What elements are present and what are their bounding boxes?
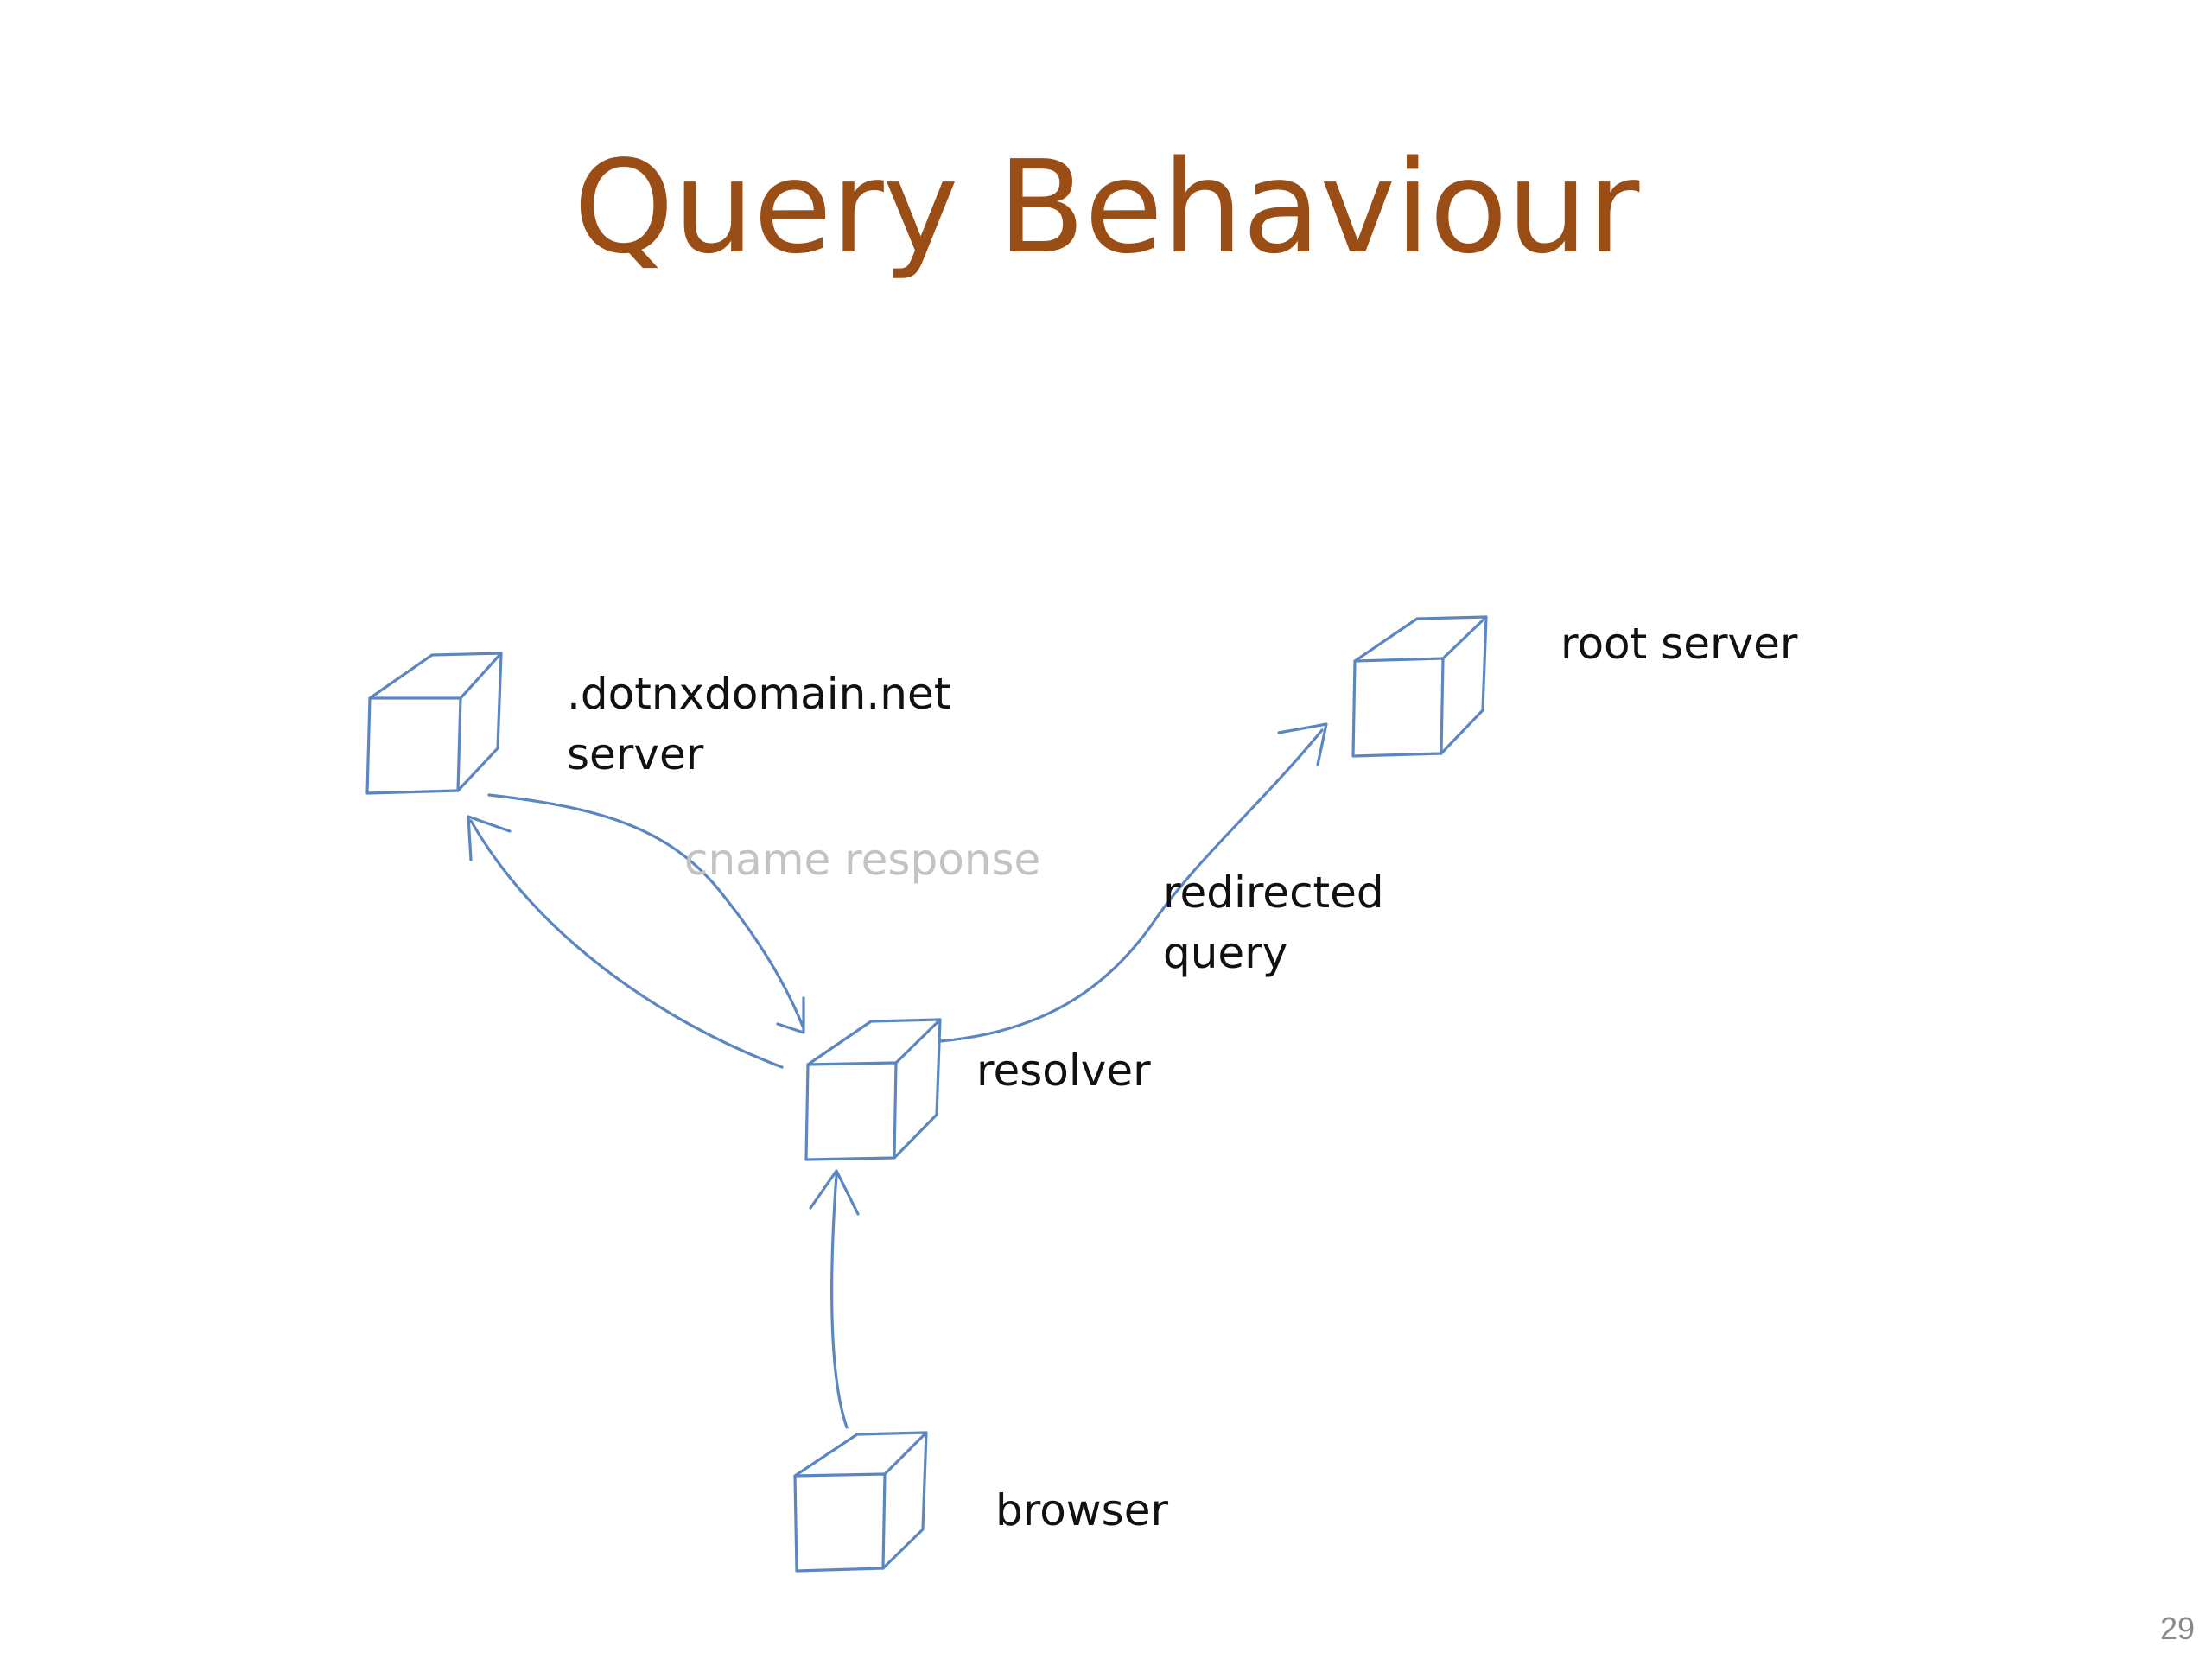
arrow-browser-to-resolver xyxy=(809,1169,860,1429)
dotnx-server-box-icon xyxy=(365,652,503,795)
page-number: 29 xyxy=(2159,1611,2195,1646)
browser-box-icon xyxy=(793,1431,928,1573)
slide-title: Query Behaviour xyxy=(573,133,1640,282)
browser-label: browser xyxy=(995,1485,1168,1535)
dotnx-server-label-line1: .dotnxdomain.net xyxy=(567,669,950,719)
root-server-box-icon xyxy=(1351,615,1488,758)
resolver-label: resolver xyxy=(976,1046,1151,1096)
arrow-dotnx-server-to-resolver xyxy=(487,793,805,1034)
resolver-box-icon xyxy=(804,1018,942,1161)
redirected-query-label-line1: redirected xyxy=(1163,868,1384,918)
cname-response-label: cname response xyxy=(684,835,1040,885)
arrow-resolver-to-dotnx-server xyxy=(467,815,784,1069)
root-server-label: root server xyxy=(1560,619,1798,669)
redirected-query-label-line2: query xyxy=(1163,928,1287,978)
arrow-resolver-to-root-server xyxy=(938,722,1328,1043)
dotnx-server-label-line2: server xyxy=(567,729,704,779)
